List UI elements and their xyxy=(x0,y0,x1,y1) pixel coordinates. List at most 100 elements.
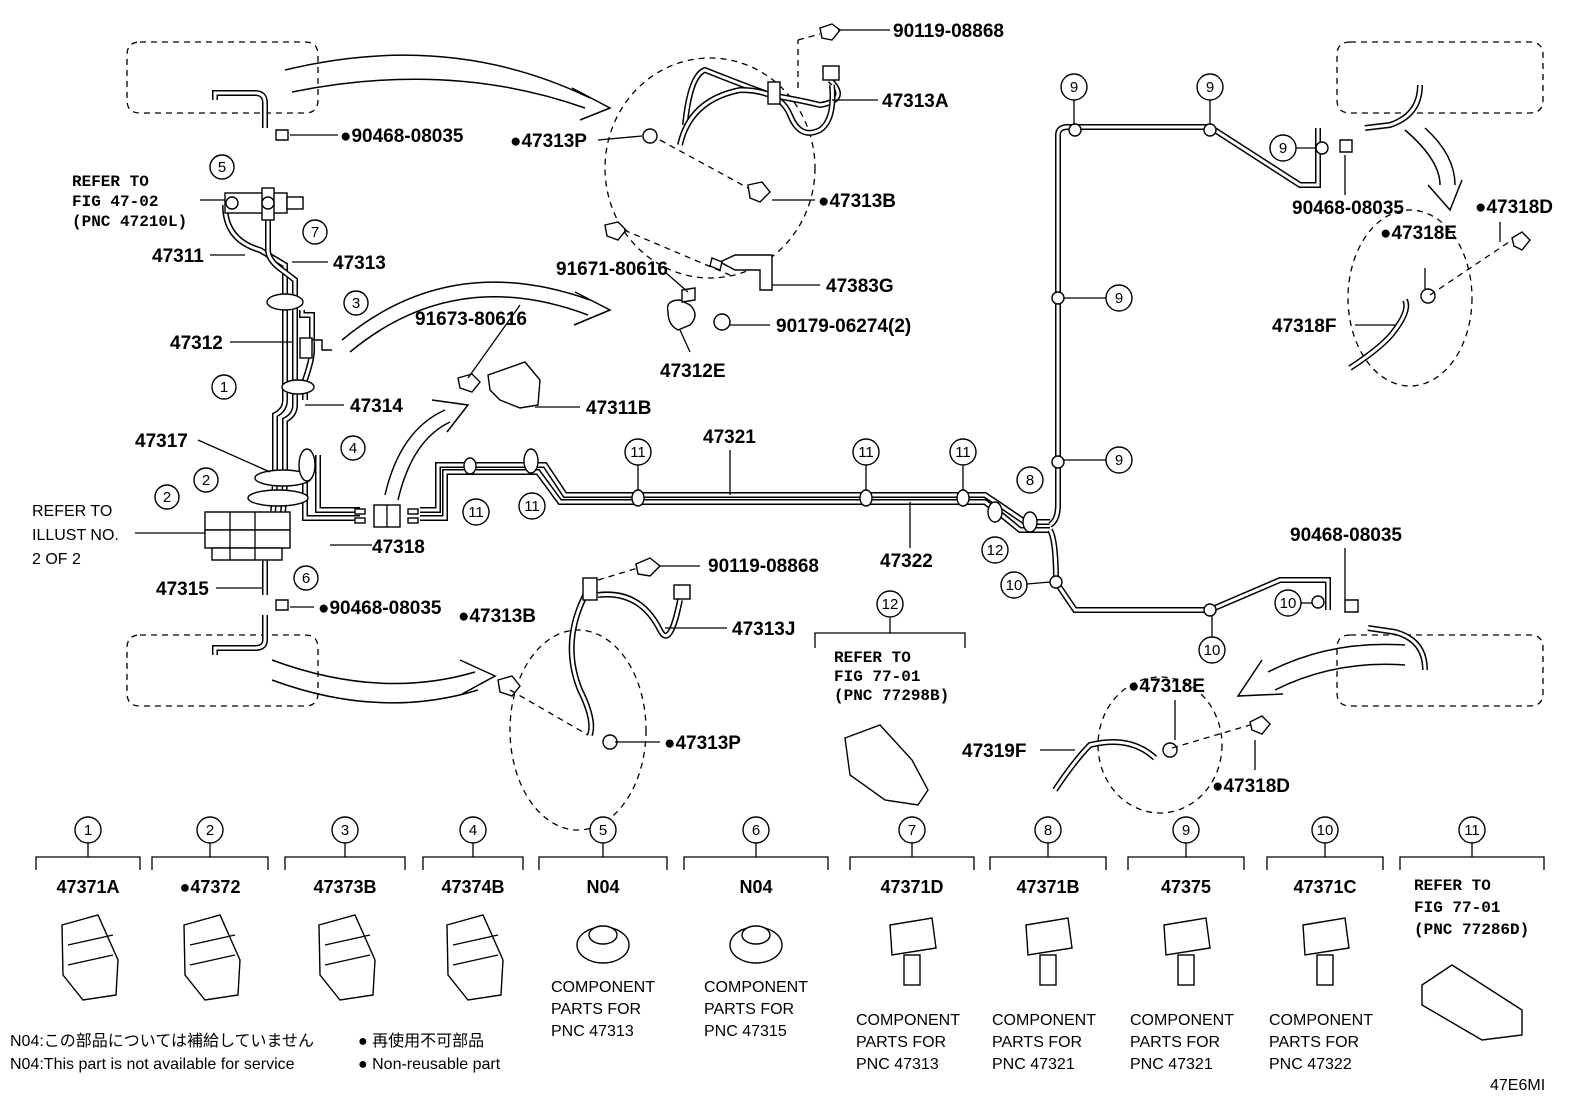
callout-8: 8 xyxy=(1016,466,1044,494)
label-91673: 91673-80616 xyxy=(415,309,527,330)
note-english: N04:This part is not available for servi… xyxy=(10,1056,295,1073)
legend-desc-line: COMPONENT xyxy=(551,979,655,996)
legend-part-number: ●47372 xyxy=(180,877,241,897)
label-refer-77-01-a2: FIG 77-01 xyxy=(834,668,920,686)
svg-text:9: 9 xyxy=(1115,452,1123,469)
legend-callout-num: 2 xyxy=(206,822,214,839)
callout-11-e: 11 xyxy=(949,438,977,466)
label-90468-tl: ●90468-08035 xyxy=(340,126,464,147)
label-refer-illust-2: ILLUST NO. xyxy=(32,527,119,544)
label-47311: 47311 xyxy=(152,246,204,267)
label-47318F: 47318F xyxy=(1272,316,1336,337)
callout-9-e: 9 xyxy=(1105,446,1133,474)
legend-desc-line: PARTS FOR xyxy=(551,1001,641,1018)
label-90179: 90179-06274(2) xyxy=(776,316,911,337)
legend-desc-line: PNC 47315 xyxy=(704,1023,787,1040)
svg-text:6: 6 xyxy=(302,570,310,587)
legend-part-number: 47371B xyxy=(1016,877,1079,897)
label-refer-47-02-3: (PNC 47210L) xyxy=(72,213,187,231)
hoses xyxy=(497,23,1531,792)
legend-callout-num: 10 xyxy=(1317,822,1334,839)
legend-callout-num: 5 xyxy=(599,822,607,839)
label-47313P-top: ●47313P xyxy=(510,131,587,152)
legend-part-number: 47371D xyxy=(880,877,943,897)
svg-text:12: 12 xyxy=(987,542,1004,559)
label-47315: 47315 xyxy=(156,579,209,600)
legend-part-number: 47374B xyxy=(441,877,504,897)
legend-desc-line: PARTS FOR xyxy=(856,1034,946,1051)
svg-text:11: 11 xyxy=(955,444,971,461)
label-47312E: 47312E xyxy=(660,361,726,382)
label-47313J: 47313J xyxy=(732,619,795,640)
label-47313B-bot: ●47313B xyxy=(458,606,536,627)
label-47318: 47318 xyxy=(372,537,425,558)
detail-circles xyxy=(509,57,1473,831)
clamp-icon xyxy=(318,914,376,1001)
legend-desc-line: COMPONENT xyxy=(856,1012,960,1029)
legend-callout-num: 9 xyxy=(1182,822,1190,839)
label-refer-illust-3: 2 OF 2 xyxy=(32,551,81,568)
legend-desc-line: PNC 47313 xyxy=(856,1056,939,1073)
brackets xyxy=(275,129,1359,806)
legend-part-number: N04 xyxy=(586,877,619,897)
label-91671: 91671-80616 xyxy=(556,259,668,280)
legend-nonreusable-jp: ● 再使用不可部品 xyxy=(358,1032,484,1050)
callout-12-a: 12 xyxy=(981,536,1009,564)
label-refer-47-02-2: FIG 47-02 xyxy=(72,193,158,211)
label-47313: 47313 xyxy=(333,253,386,274)
label-47317: 47317 xyxy=(135,431,188,452)
legend-part-number: 47371A xyxy=(56,877,119,897)
note-japanese: N04:この部品については補給していません xyxy=(10,1032,314,1050)
svg-text:11: 11 xyxy=(468,504,484,521)
legend-desc-line: (PNC 77286D) xyxy=(1414,921,1529,939)
callout-10-b: 10 xyxy=(1274,589,1302,617)
svg-text:4: 4 xyxy=(349,440,357,457)
label-47318E-bot: ●47318E xyxy=(1128,676,1205,697)
callout-9-c: 9 xyxy=(1269,134,1297,162)
legend-callout-num: 6 xyxy=(752,822,760,839)
callout-5: 5 xyxy=(209,154,235,180)
svg-text:10: 10 xyxy=(1280,595,1297,612)
callout-11-d: 11 xyxy=(852,438,880,466)
direction-arrows xyxy=(271,54,1463,704)
legend-desc-line: PNC 47321 xyxy=(1130,1056,1213,1073)
label-47313B-top: ●47313B xyxy=(818,191,896,212)
label-47322: 47322 xyxy=(880,551,933,572)
svg-text:9: 9 xyxy=(1070,79,1078,96)
callout-9-d: 9 xyxy=(1105,284,1133,312)
legend-part-number: N04 xyxy=(739,877,772,897)
svg-text:2: 2 xyxy=(163,489,171,506)
legend-desc-line: COMPONENT xyxy=(992,1012,1096,1029)
svg-text:11: 11 xyxy=(858,444,874,461)
main-lines xyxy=(420,123,1331,617)
clip-icon xyxy=(889,917,937,956)
svg-text:7: 7 xyxy=(311,224,319,241)
legend-callout-num: 7 xyxy=(908,822,916,839)
clip-icon xyxy=(1025,917,1073,956)
svg-text:8: 8 xyxy=(1026,472,1034,489)
label-47383G: 47383G xyxy=(826,276,894,297)
legend-callout-num: 3 xyxy=(341,822,349,839)
svg-text:1: 1 xyxy=(220,379,228,396)
parts-legend: 147371A2●47372347373B447374B5N04COMPONEN… xyxy=(35,816,1545,1073)
footer-notes: N04:この部品については補給していません N04:This part is n… xyxy=(10,1032,1545,1094)
legend-callout-num: 4 xyxy=(469,822,477,839)
label-47318E-top: ●47318E xyxy=(1380,223,1457,244)
wheel-boxes xyxy=(126,41,1544,707)
label-47314: 47314 xyxy=(350,396,403,417)
figure-code: 47E6MI xyxy=(1490,1077,1545,1094)
callout-11-b: 11 xyxy=(518,492,546,520)
label-47318D-bot: ●47318D xyxy=(1212,776,1290,797)
legend-desc-line: PARTS FOR xyxy=(704,1001,794,1018)
legend-desc-line: PARTS FOR xyxy=(1269,1034,1359,1051)
callout-10-c: 10 xyxy=(1198,636,1226,664)
clip-icon xyxy=(1302,917,1350,956)
clamp-icon xyxy=(183,914,241,1001)
svg-text:9: 9 xyxy=(1279,140,1287,157)
callout-9-b: 9 xyxy=(1196,73,1224,101)
legend-desc-line: PNC 47322 xyxy=(1269,1056,1352,1073)
callout-2b: 2 xyxy=(154,484,180,510)
legend-nonreusable-en: ● Non-reusable part xyxy=(358,1056,501,1073)
label-47318D-top: ●47318D xyxy=(1475,197,1553,218)
